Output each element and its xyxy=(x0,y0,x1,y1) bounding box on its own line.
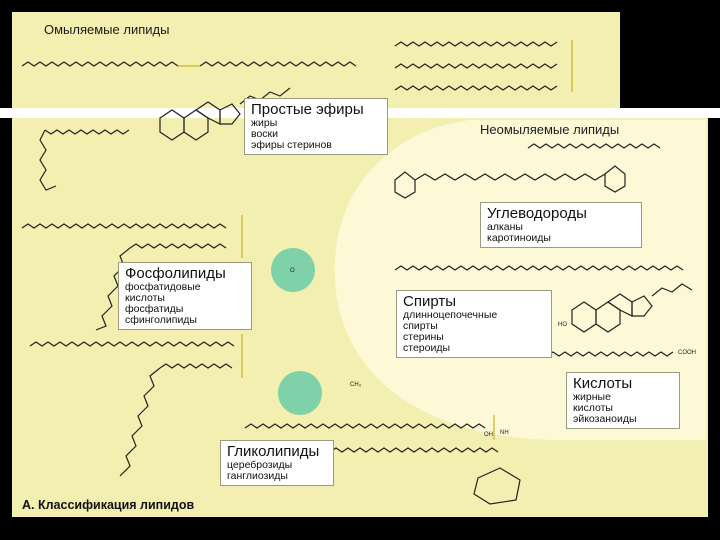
chain-pl2-2-tail xyxy=(119,367,161,477)
nonsaponifiable-region xyxy=(334,120,706,440)
carotene-ring-left xyxy=(394,171,416,199)
chain-sterol-tail xyxy=(39,129,57,191)
oh-label: OH xyxy=(484,432,493,438)
simple-esters-item: эфиры стеринов xyxy=(251,138,332,151)
sterol-tail xyxy=(651,283,693,297)
phospholipids-item: фосфатиды xyxy=(125,302,184,315)
carotene-chain xyxy=(414,173,606,181)
simple-esters-item: жиры xyxy=(251,116,278,129)
alkanes xyxy=(394,143,684,357)
top-left-dark xyxy=(0,12,12,108)
chain-tg-1 xyxy=(394,41,558,47)
o-label: O xyxy=(290,268,295,274)
saponifiable-title: Омыляемые липиды xyxy=(44,22,170,37)
chain-tg-3 xyxy=(394,85,558,91)
acid-chain xyxy=(534,351,674,357)
bottom-black-band xyxy=(0,517,720,540)
carotene-ring-right xyxy=(604,165,626,193)
phospholipids-box: Фосфолипиды фосфатидовые кислоты фосфати… xyxy=(118,262,252,330)
acids-box: Кислоты жирные кислоты эйкозаноиды xyxy=(566,372,680,429)
alcohols-item: стероиды xyxy=(403,341,450,354)
chain-pl-2 xyxy=(129,243,227,249)
glycolipids-box: Гликолипиды цереброзиды ганглиозиды xyxy=(220,440,334,486)
chain-pl2-2 xyxy=(159,363,233,369)
top-right-dark xyxy=(620,12,720,108)
simple-esters-item: воски xyxy=(251,127,279,140)
hydrocarbons-box: Углеводороды алканы каротиноиды xyxy=(480,202,642,248)
chain-ester-top xyxy=(21,61,179,67)
chain-pl2-1 xyxy=(29,341,235,347)
chain-gl-1 xyxy=(244,423,486,429)
glycolipids-item: ганглиозиды xyxy=(227,469,288,482)
alkane-1 xyxy=(527,143,661,149)
phosphate-circle-1 xyxy=(271,248,315,292)
phospholipids-item: кислоты xyxy=(125,291,165,304)
ch3-label: CH₃ xyxy=(350,382,362,388)
nonsaponifiable-title: Неомыляемые липиды xyxy=(480,122,620,137)
galactose-ring xyxy=(473,467,521,505)
acids-item: эйкозаноиды xyxy=(573,412,637,425)
chain-pl-2-tail xyxy=(95,247,131,331)
ring-d xyxy=(219,103,241,125)
hydrocarbons-item: каротиноиды xyxy=(487,231,551,244)
phospholipids-heading: Фосфолипиды xyxy=(125,265,226,282)
nh-label: NH xyxy=(500,430,509,436)
alcohols-item: спирты xyxy=(403,319,438,332)
ho-label: HO xyxy=(558,322,567,328)
phosphate-circle-2 xyxy=(278,371,322,415)
chain-gl-2 xyxy=(329,447,499,453)
acids-heading: Кислоты xyxy=(573,375,633,392)
ester-marks xyxy=(178,40,573,440)
hydrocarbons-heading: Углеводороды xyxy=(487,205,587,222)
carotene xyxy=(394,165,626,199)
phospholipids-item: фосфатидовые xyxy=(125,280,201,293)
figure-caption: А. Классификация липидов xyxy=(22,498,195,512)
simple-esters-box: Простые эфиры жиры воски эфиры стеринов xyxy=(244,98,388,155)
sterol-ring-d xyxy=(631,295,653,317)
chain-pl-1 xyxy=(21,223,227,229)
sterol-rings xyxy=(571,283,693,333)
simple-esters-heading: Простые эфиры xyxy=(251,101,364,118)
hydrocarbons-item: алканы xyxy=(487,220,523,233)
alcohols-item: стерины xyxy=(403,330,444,343)
alcohols-box: Спирты длинноцепочечные спирты стерины с… xyxy=(396,290,552,358)
cooh-label: COOH xyxy=(678,350,696,356)
phospholipids-item: сфинголипиды xyxy=(125,313,197,326)
acids-item: жирные xyxy=(573,390,611,403)
glycolipids-heading: Гликолипиды xyxy=(227,443,320,460)
fatty-chains xyxy=(21,41,558,477)
sterol-side-chain xyxy=(239,87,291,105)
alcohols-heading: Спирты xyxy=(403,293,456,310)
chain-tg-2 xyxy=(394,63,558,69)
alcohols-item: длинноцепочечные xyxy=(403,308,498,321)
steroid-rings-top xyxy=(159,87,291,141)
acids-item: кислоты xyxy=(573,401,613,414)
chain-sterol-ester xyxy=(44,129,130,135)
glycolipids-item: цереброзиды xyxy=(227,458,293,471)
alcohol-chain xyxy=(394,265,684,271)
chain-ester-top-r xyxy=(199,61,357,67)
